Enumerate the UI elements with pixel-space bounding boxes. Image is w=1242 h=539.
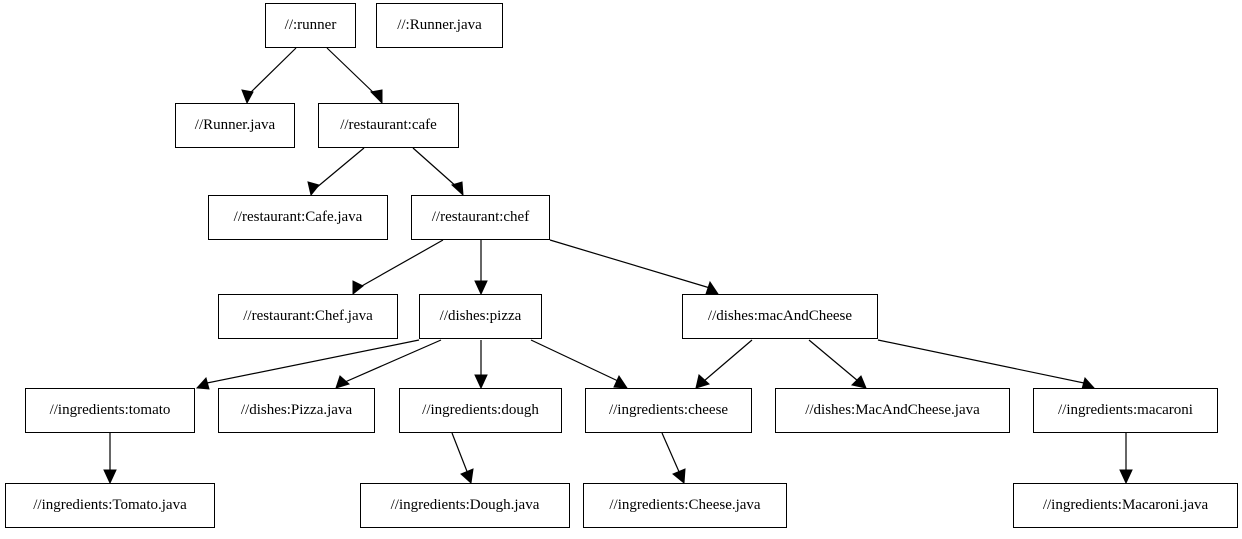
node-label: //ingredients:Dough.java [390,497,540,513]
node-restaurant-cafe[interactable]: //restaurant:cafe [318,103,459,148]
node-restaurant-chef[interactable]: //restaurant:chef [411,195,550,240]
node-dishes-pizza-java[interactable]: //dishes:Pizza.java [218,388,375,433]
node-ingredients-cheese-java[interactable]: //ingredients:Cheese.java [583,483,787,528]
node-label: //dishes:Pizza.java [240,402,353,418]
node-ingredients-dough[interactable]: //ingredients:dough [399,388,562,433]
node-dishes-macandcheese-java[interactable]: //dishes:MacAndCheese.java [775,388,1010,433]
node-label: //ingredients:Macaroni.java [1042,497,1209,513]
node-ingredients-macaroni-java[interactable]: //ingredients:Macaroni.java [1013,483,1238,528]
node-dishes-pizza[interactable]: //dishes:pizza [419,294,542,339]
edge-restaurant-chef-to-dishes-pizza [474,240,488,296]
edge-runner-to-restaurant-cafe [326,47,383,105]
node-label: //ingredients:tomato [49,402,171,418]
edge-dishes-pizza-to-ingredients-tomato [195,339,420,390]
edge-ingredients-dough-to-dough-java [451,432,474,484]
node-runner-java[interactable]: //Runner.java [175,103,295,148]
node-root-runner-java[interactable]: //:Runner.java [376,3,503,48]
node-restaurant-cafe-java[interactable]: //restaurant:Cafe.java [208,195,388,240]
node-label: //restaurant:chef [431,209,530,225]
edge-runner-to-runner-java [241,47,297,105]
node-label: //ingredients:Tomato.java [33,497,187,513]
edge-dishes-pizza-to-ingredients-dough [474,340,488,390]
edge-dishes-pizza-to-ingredients-cheese [530,339,628,389]
node-label: //ingredients:Cheese.java [609,497,761,513]
node-restaurant-chef-java[interactable]: //restaurant:Chef.java [218,294,398,339]
node-label: //:runner [284,17,337,33]
node-dishes-macandcheese[interactable]: //dishes:macAndCheese [682,294,878,339]
edge-ingredients-tomato-to-tomato-java [103,433,117,485]
edge-restaurant-cafe-to-restaurant-chef [412,147,464,197]
node-label: //dishes:pizza [439,308,522,324]
node-label: //dishes:MacAndCheese.java [805,402,980,418]
edge-dishes-macandcheese-to-macandcheese-java [808,339,867,389]
node-label: //ingredients:cheese [608,402,729,418]
edge-restaurant-chef-to-dishes-macandcheese [549,239,719,295]
edge-dishes-macandcheese-to-ingredients-macaroni [877,339,1096,390]
node-label: //ingredients:dough [422,402,539,418]
node-ingredients-tomato[interactable]: //ingredients:tomato [25,388,195,433]
node-label: //restaurant:Chef.java [243,308,373,324]
edge-restaurant-chef-to-chef-java [352,239,444,296]
node-label: //restaurant:Cafe.java [233,209,363,225]
node-label: //Runner.java [194,117,276,133]
edge-ingredients-macaroni-to-macaroni-java [1119,433,1133,485]
node-ingredients-dough-java[interactable]: //ingredients:Dough.java [360,483,570,528]
node-ingredients-cheese[interactable]: //ingredients:cheese [585,388,752,433]
node-label: //dishes:macAndCheese [707,308,853,324]
node-label: //ingredients:macaroni [1058,402,1193,418]
node-label: //:Runner.java [397,17,482,33]
node-ingredients-tomato-java[interactable]: //ingredients:Tomato.java [5,483,215,528]
edge-restaurant-cafe-to-cafe-java [307,147,365,197]
node-label: //restaurant:cafe [340,117,437,133]
edge-dishes-pizza-to-pizza-java [335,339,442,389]
edge-dishes-macandcheese-to-ingredients-cheese [695,339,753,389]
node-runner[interactable]: //:runner [265,3,356,48]
node-ingredients-macaroni[interactable]: //ingredients:macaroni [1033,388,1218,433]
edge-ingredients-cheese-to-cheese-java [661,432,686,484]
